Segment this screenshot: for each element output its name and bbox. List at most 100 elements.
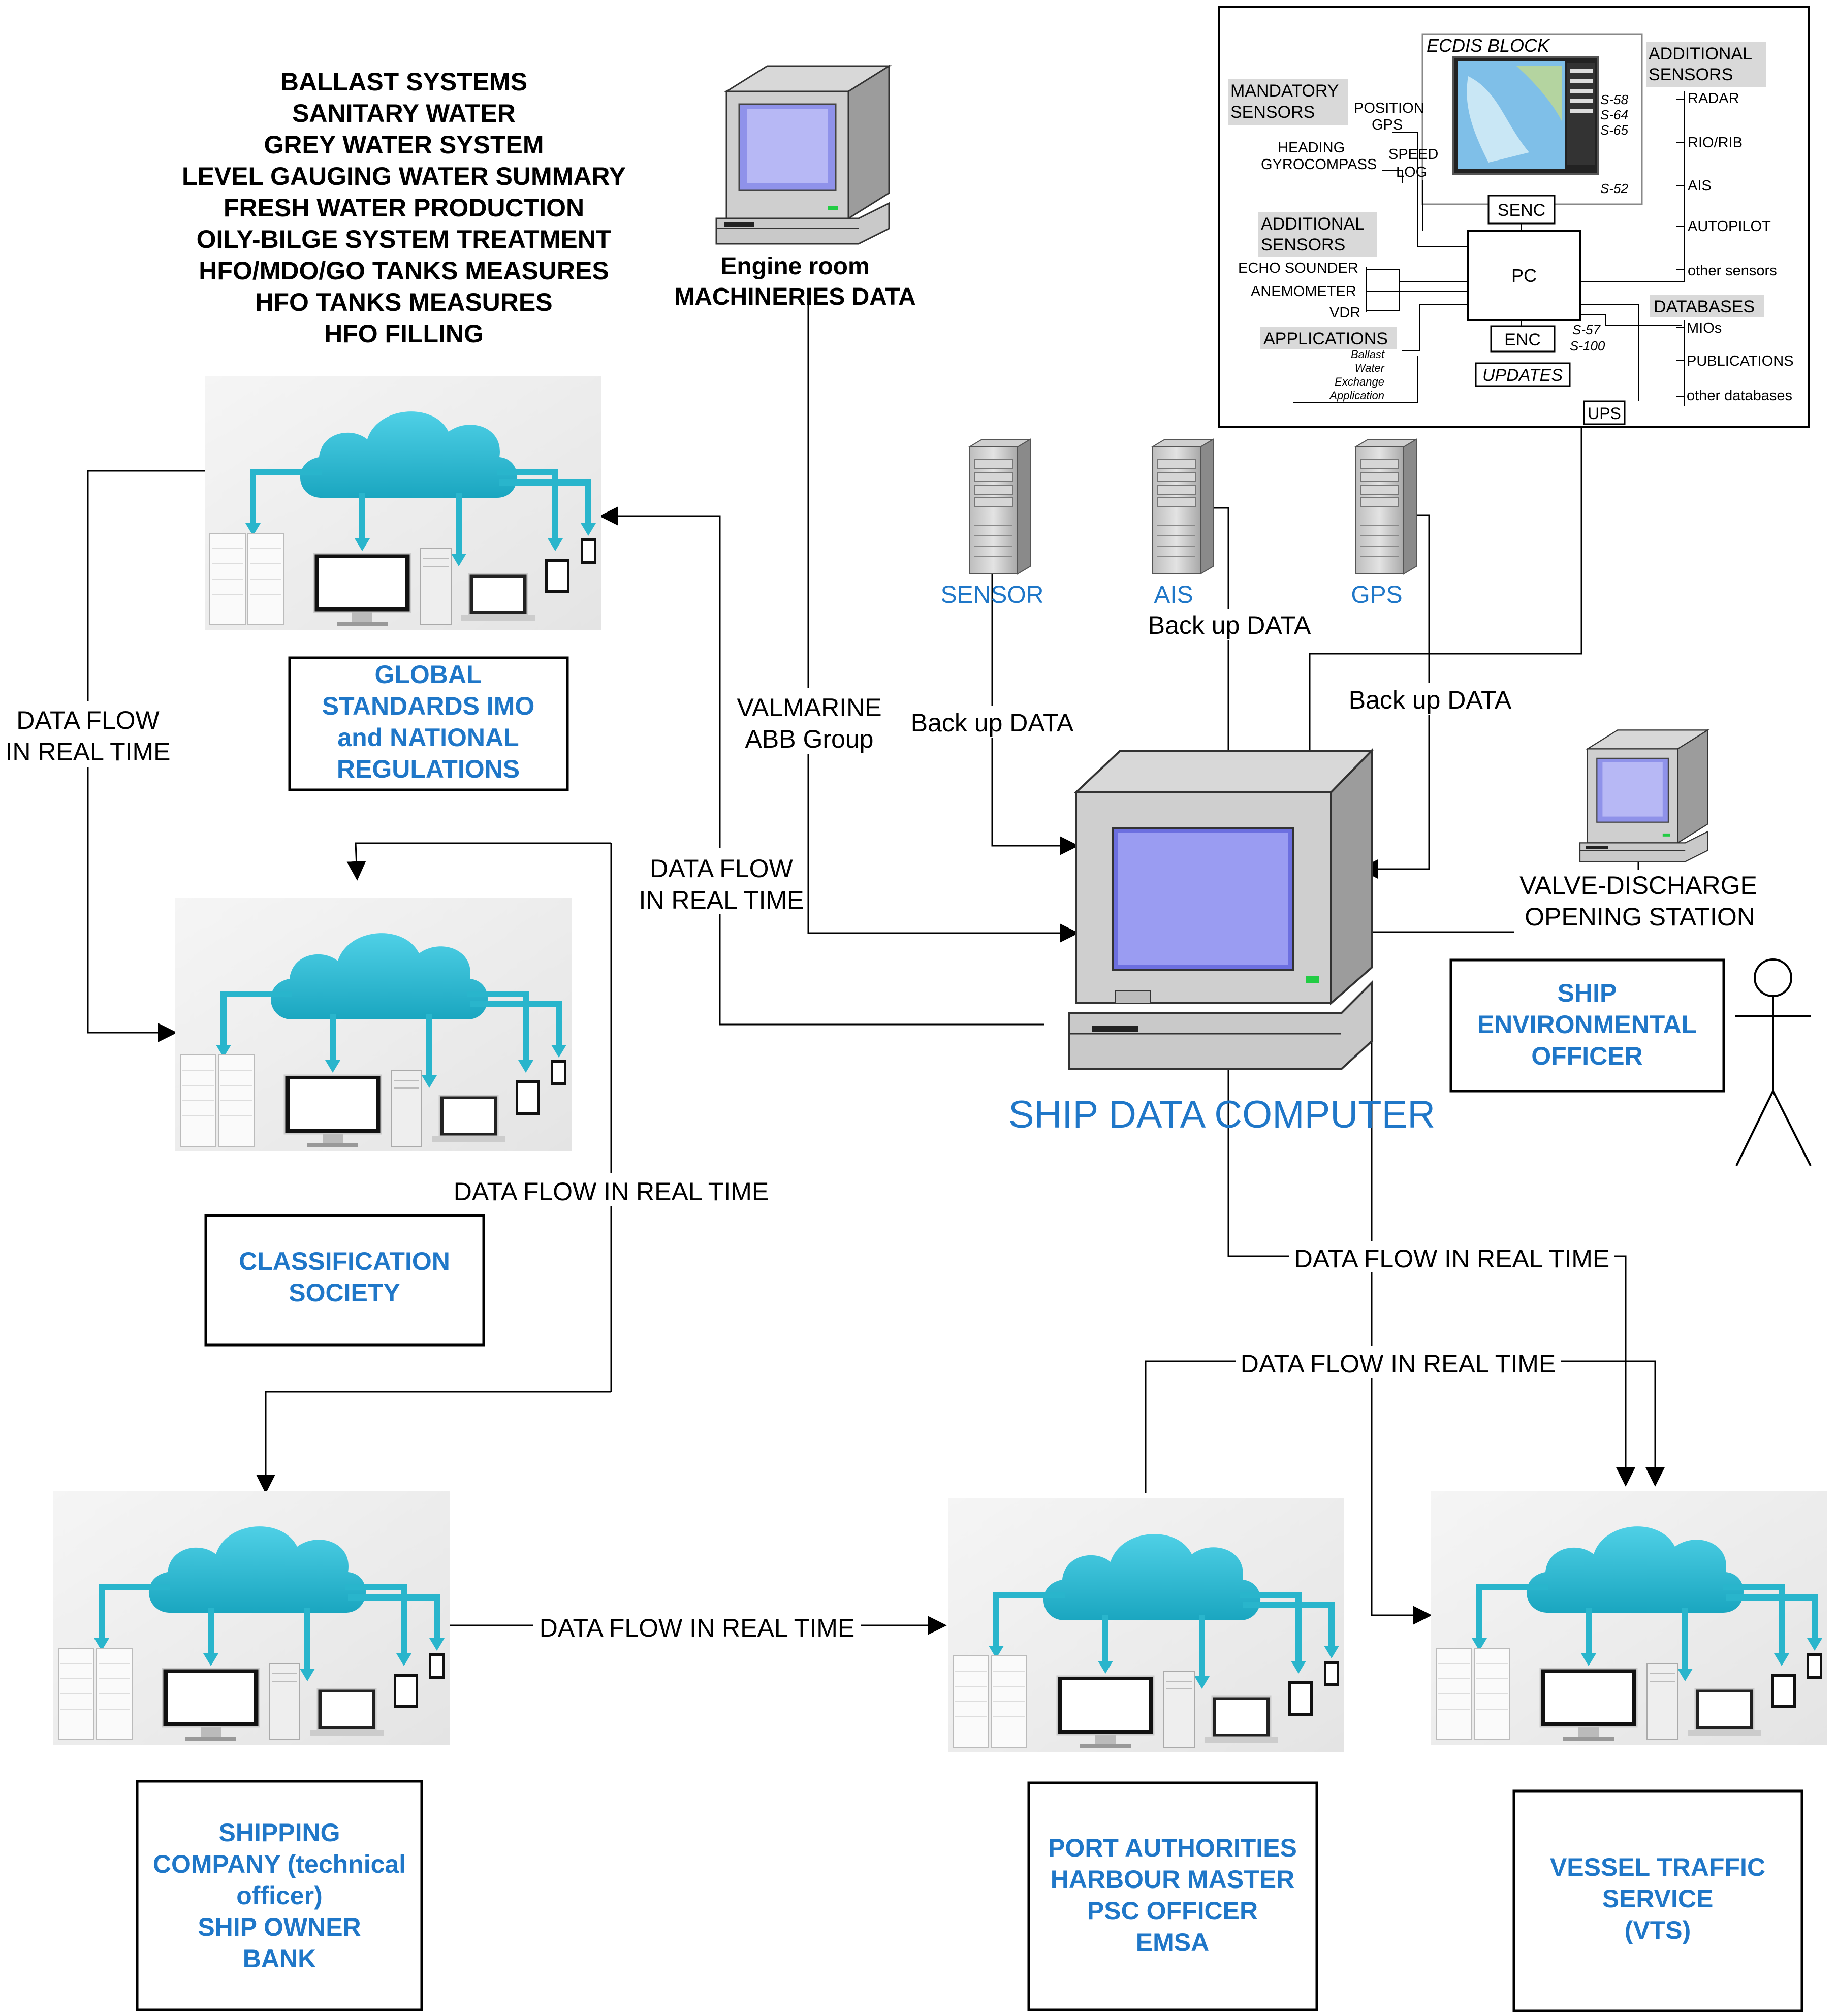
- system-item: BALLAST SYSTEMS: [280, 68, 527, 96]
- entity-shipping-line: SHIP OWNER: [198, 1913, 361, 1941]
- entity-vts-box: VESSEL TRAFFIC SERVICE (VTS): [1512, 1789, 1803, 2012]
- flow-classification-label: DATA FLOW IN REAL TIME: [454, 1177, 769, 1206]
- entity-vts-line: (VTS): [1625, 1916, 1691, 1944]
- entity-classification-line: CLASSIFICATION: [239, 1247, 450, 1275]
- ups-label: UPS: [1588, 404, 1621, 423]
- entity-officer-line: ENVIRONMENTAL: [1477, 1010, 1697, 1039]
- additional-sensors-right-label: SENSORS: [1649, 65, 1733, 84]
- sensor-backup-label: Back up DATA: [911, 709, 1074, 737]
- flow-left-line1: DATA FLOW: [16, 706, 160, 734]
- ais-server-icon: [1152, 439, 1214, 574]
- system-item: GREY WATER SYSTEM: [264, 131, 544, 159]
- right-sensor-label: RADAR: [1688, 90, 1739, 107]
- ecdis-title: ECDIS BLOCK: [1427, 35, 1550, 56]
- right-sensor-label: other sensors: [1688, 263, 1777, 279]
- ship-data-computer-label: SHIP DATA COMPUTER: [1008, 1093, 1435, 1136]
- entity-officer-box: SHIP ENVIRONMENTAL OFFICER: [1449, 958, 1725, 1093]
- entity-global-line: GLOBAL: [374, 660, 482, 689]
- cloud-panel-shipping: [53, 1491, 450, 1745]
- ecdis-gps-label: GPS: [1372, 117, 1403, 133]
- pc-label: PC: [1511, 265, 1537, 286]
- entity-global-line: and NATIONAL: [337, 723, 519, 752]
- mandatory-sensors-label: SENSORS: [1230, 103, 1315, 122]
- ballast-app-line: Ballast: [1351, 348, 1385, 361]
- echo-sounder-label: ECHO SOUNDER: [1238, 260, 1358, 276]
- enc-label: ENC: [1504, 330, 1541, 349]
- entity-shipping-box: SHIPPING COMPANY (technical officer) SHI…: [136, 1780, 423, 2011]
- entity-port-line: HARBOUR MASTER: [1051, 1865, 1295, 1894]
- s-code-label: S-65: [1600, 122, 1628, 138]
- valve-station-line2: OPENING STATION: [1525, 903, 1755, 931]
- engine-room-computer-icon: [715, 65, 890, 245]
- entity-port-box: PORT AUTHORITIES HARBOUR MASTER PSC OFFI…: [1027, 1781, 1318, 2011]
- s100-label: S-100: [1570, 338, 1605, 354]
- right-sensor-label: AIS: [1688, 178, 1712, 194]
- flow-vts1-label: DATA FLOW IN REAL TIME: [1294, 1244, 1609, 1273]
- entity-shipping-line: officer): [236, 1881, 322, 1910]
- flow-left-line2: IN REAL TIME: [5, 738, 170, 766]
- gyrocompass-label: GYROCOMPASS: [1261, 156, 1377, 173]
- databases-label: DATABASES: [1654, 297, 1755, 316]
- engine-room-label: Engine room: [720, 253, 869, 280]
- ballast-app-line: Water: [1355, 362, 1385, 374]
- right-database-label: PUBLICATIONS: [1687, 353, 1794, 369]
- valve-station-line1: VALVE-DISCHARGE: [1519, 871, 1757, 900]
- system-item: SANITARY WATER: [292, 99, 516, 127]
- environmental-officer-figure-icon: [1735, 958, 1812, 1166]
- cloud-panel-vts: [1431, 1491, 1827, 1745]
- cloud-panel-classification: [175, 898, 572, 1151]
- additional-sensors-right-label: ADDITIONAL: [1649, 44, 1752, 63]
- entity-shipping-line: BANK: [243, 1944, 316, 1973]
- valmarine-label: VALMARINE: [737, 693, 881, 722]
- right-database-label: MIOs: [1687, 320, 1722, 336]
- system-item: OILY-BILGE SYSTEM TREATMENT: [197, 225, 612, 253]
- machineries-data-label: MACHINERIES DATA: [674, 283, 916, 310]
- sensor-label: SENSOR: [941, 582, 1044, 609]
- right-database-label: other databases: [1687, 388, 1792, 404]
- entity-shipping-line: COMPANY (technical: [153, 1850, 406, 1878]
- s52-label: S-52: [1600, 181, 1628, 196]
- ballast-app-line: Exchange: [1335, 375, 1384, 388]
- abb-group-label: ABB Group: [745, 725, 874, 753]
- ais-label: AIS: [1154, 582, 1193, 609]
- system-item: HFO FILLING: [324, 319, 484, 348]
- flow-center-line2: IN REAL TIME: [639, 886, 804, 914]
- system-item: LEVEL GAUGING WATER SUMMARY: [182, 162, 626, 190]
- mandatory-sensors-label: MANDATORY: [1230, 81, 1339, 101]
- entity-shipping-line: SHIPPING: [219, 1818, 340, 1847]
- log-label: LOG: [1396, 164, 1427, 180]
- entity-vts-line: SERVICE: [1602, 1884, 1714, 1913]
- gps-label: GPS: [1351, 582, 1402, 609]
- vdr-label: VDR: [1329, 305, 1360, 321]
- entity-officer-line: SHIP: [1558, 979, 1617, 1007]
- entity-global-box: GLOBAL STANDARDS IMO and NATIONAL REGULA…: [288, 656, 569, 791]
- right-sensor-label: RIO/RIB: [1688, 135, 1743, 151]
- applications-label: APPLICATIONS: [1263, 329, 1388, 348]
- flow-center-line1: DATA FLOW: [650, 854, 793, 883]
- entity-port-line: PSC OFFICER: [1087, 1897, 1258, 1925]
- position-label: POSITION: [1354, 100, 1424, 116]
- ais-backup-label: Back up DATA: [1148, 611, 1311, 639]
- entity-vts-line: VESSEL TRAFFIC: [1550, 1853, 1765, 1881]
- valve-station-computer-icon: [1579, 729, 1708, 862]
- s-code-label: S-64: [1600, 107, 1628, 122]
- sensor-server-icon: [969, 439, 1031, 574]
- entity-classification-box: CLASSIFICATION SOCIETY: [204, 1214, 485, 1347]
- anemometer-label: ANEMOMETER: [1251, 283, 1356, 300]
- senc-label: SENC: [1498, 201, 1545, 220]
- heading-label: HEADING: [1278, 140, 1345, 156]
- system-item: FRESH WATER PRODUCTION: [224, 194, 584, 222]
- entity-port-line: EMSA: [1136, 1928, 1209, 1957]
- s-code-label: S-58: [1600, 92, 1628, 107]
- flow-bottom-label: DATA FLOW IN REAL TIME: [540, 1614, 854, 1642]
- additional-sensors-left-label: ADDITIONAL: [1261, 214, 1365, 234]
- gps-server-icon: [1355, 439, 1417, 574]
- ship-data-computer-icon: [1068, 748, 1374, 1070]
- s57-label: S-57: [1572, 322, 1601, 337]
- ballast-app-line: Application: [1328, 389, 1384, 402]
- cloud-panel-port: [948, 1498, 1344, 1752]
- system-item: HFO/MDO/GO TANKS MEASURES: [199, 257, 609, 285]
- additional-sensors-left-label: SENSORS: [1261, 235, 1345, 254]
- ecdis-panel: ECDIS BLOCK S-58 S-64 S-65 S-52 S-57 S-1…: [1218, 6, 1810, 428]
